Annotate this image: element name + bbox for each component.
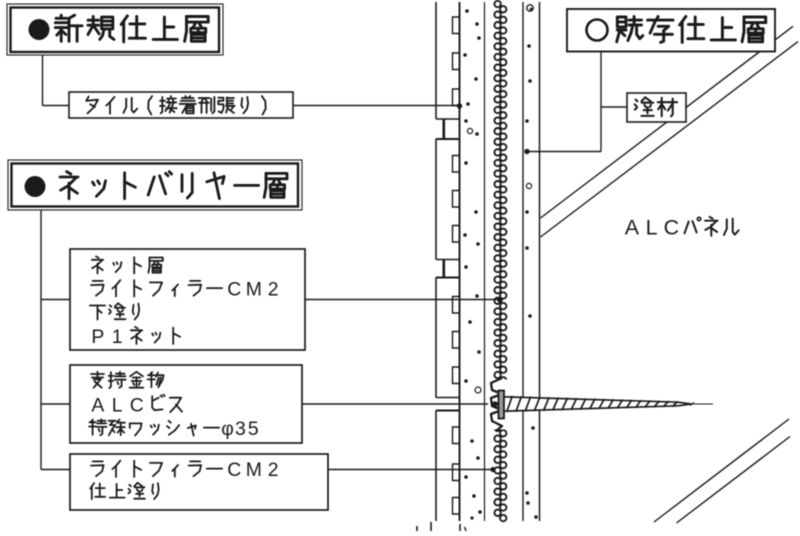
svg-text:C: C	[227, 459, 241, 481]
svg-text:L: L	[112, 394, 123, 416]
svg-text:3: 3	[235, 418, 246, 440]
svg-text:A: A	[91, 394, 104, 416]
svg-text:2: 2	[268, 459, 279, 481]
svg-text:C: C	[227, 278, 241, 300]
svg-text:φ: φ	[221, 418, 234, 440]
svg-text:1: 1	[112, 326, 123, 348]
svg-text:5: 5	[248, 418, 259, 440]
svg-text:P: P	[91, 326, 104, 348]
svg-text:L: L	[646, 216, 658, 240]
svg-text:A: A	[625, 216, 640, 240]
svg-text:C: C	[130, 394, 144, 416]
svg-text:M: M	[246, 278, 262, 300]
svg-text:C: C	[664, 216, 679, 240]
svg-text:2: 2	[268, 278, 279, 300]
svg-text:M: M	[246, 459, 262, 481]
